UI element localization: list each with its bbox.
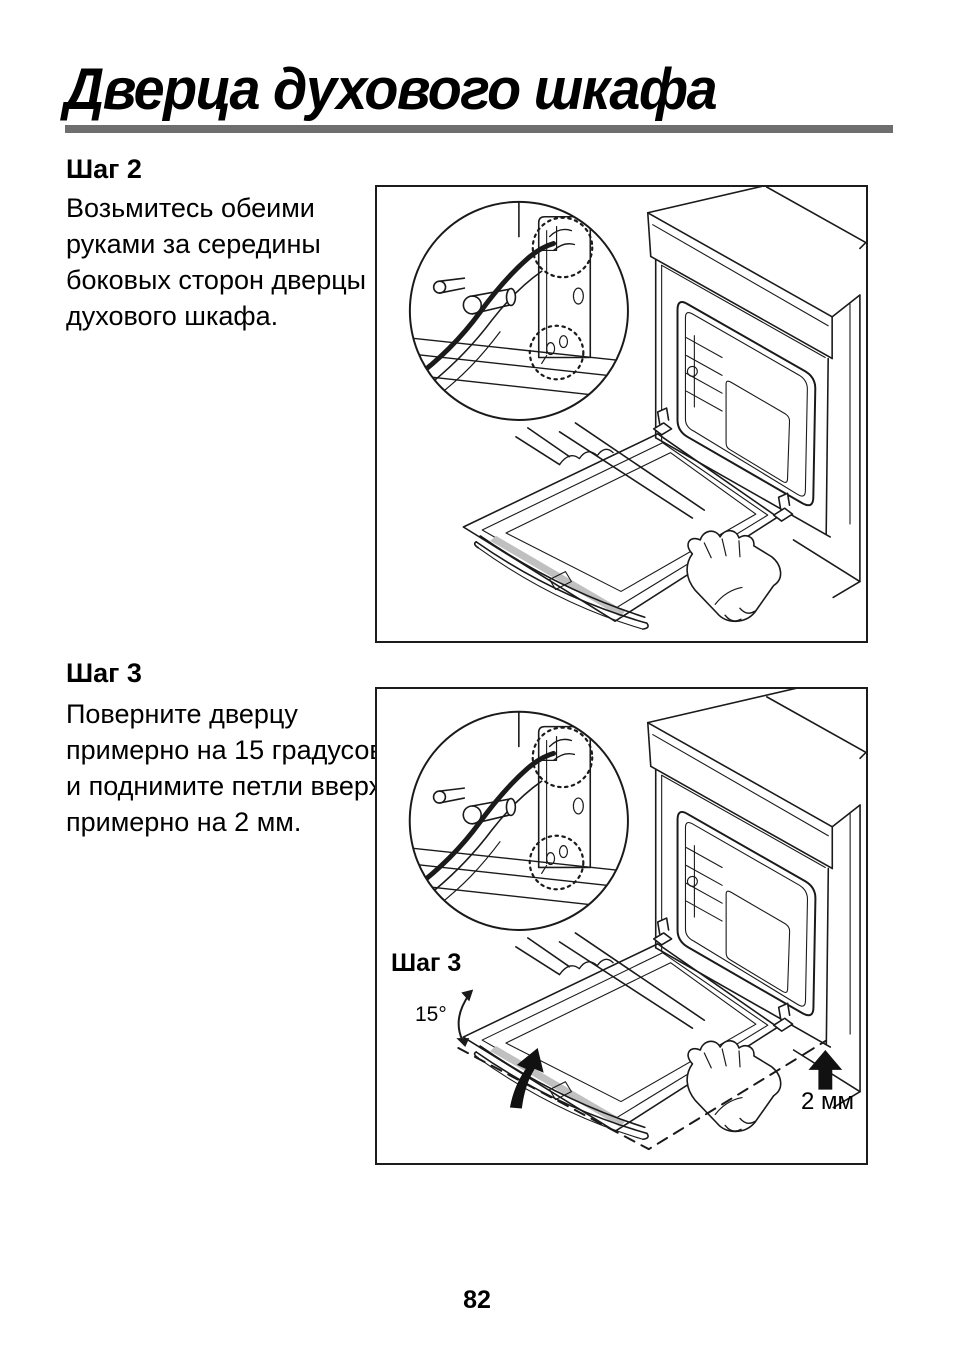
figure-step2 [375, 185, 868, 643]
title-rule [65, 125, 893, 133]
step2-text: Возьмитесь обеими руками за середины бок… [66, 190, 366, 334]
text-line: боковых сторон дверцы [66, 265, 367, 295]
step2-heading: Шаг 2 [66, 154, 142, 184]
dotted-detail-circle-bottom [528, 324, 585, 381]
oven-open-door-drawing [408, 187, 866, 630]
text-line: примерно на 15 градусов [66, 735, 384, 765]
text-line: Возьмитесь обеими [66, 193, 315, 223]
step3-heading: Шаг 3 [66, 658, 142, 688]
text-line: Поверните дверцу [66, 699, 298, 729]
step3-text: Поверните дверцу примерно на 15 градусов… [66, 696, 384, 840]
hand-icon [686, 529, 782, 623]
page-number: 82 [463, 1286, 491, 1314]
text-line: и поднимите петли вверх [66, 771, 383, 801]
lift-up-arrow-icon [509, 1048, 544, 1109]
magnifier-circle [408, 200, 629, 421]
dotted-detail-circle-top [531, 216, 594, 279]
dashed-door-outline [457, 1040, 827, 1151]
page-title: Дверца духового шкафа [64, 57, 718, 122]
oven-illustration-step3 [377, 689, 866, 1151]
arm-lines [515, 422, 706, 519]
lift-2mm-arrow-icon [808, 1049, 843, 1090]
figure-step3: Шаг 3 15° 2 мм [375, 687, 868, 1165]
figure-step-label: Шаг 3 [391, 949, 462, 977]
text-line: духового шкафа. [66, 301, 279, 331]
text-line: руками за середины [66, 229, 321, 259]
lift-label: 2 мм [801, 1088, 855, 1115]
angle-label: 15° [415, 1003, 447, 1026]
oven-illustration-step2 [408, 187, 866, 630]
door-edge-hatch [490, 535, 625, 618]
text-line: примерно на 2 мм. [66, 807, 302, 837]
angle-arc-arrow-icon [456, 989, 474, 1048]
